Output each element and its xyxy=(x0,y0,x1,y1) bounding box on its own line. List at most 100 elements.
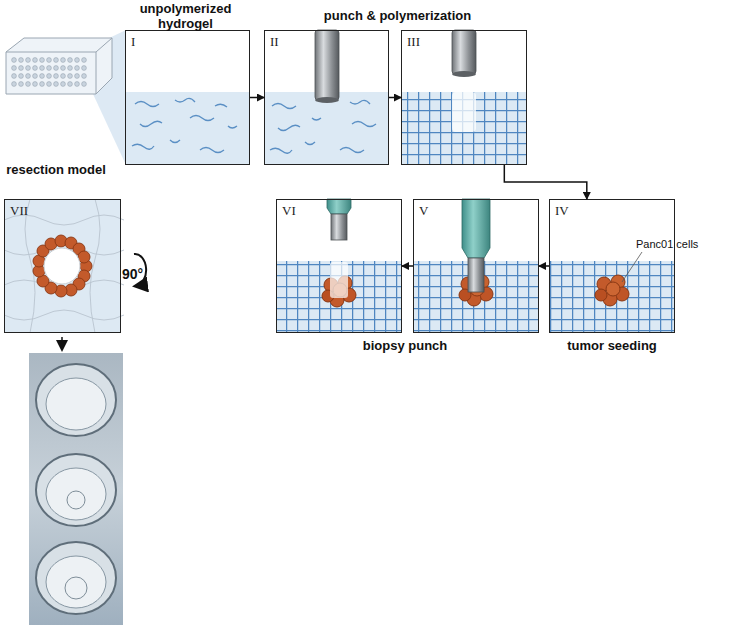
well-plate xyxy=(47,66,52,71)
polymerized-hydrogel xyxy=(452,92,476,132)
panel-box: VII xyxy=(4,199,121,333)
well-photo xyxy=(46,468,106,520)
biopsy-punch-out xyxy=(276,199,402,333)
well-plate xyxy=(40,74,45,79)
well-plate xyxy=(75,74,80,79)
panel-number: V xyxy=(419,203,428,219)
well-plate xyxy=(47,58,52,63)
annotation-label: tumor seeding xyxy=(552,339,672,354)
well-plate xyxy=(26,66,31,71)
well-photo xyxy=(65,577,87,599)
polymerized-hydrogel xyxy=(452,30,476,74)
resection-top-view xyxy=(4,199,124,333)
well-photo xyxy=(29,353,123,625)
punch-liquid xyxy=(272,104,296,109)
well-photo xyxy=(36,364,116,436)
flow-arrow xyxy=(539,265,549,267)
well-plate xyxy=(6,38,112,94)
well-plate xyxy=(54,82,59,87)
resection-top-view xyxy=(4,199,121,333)
polymerized-hydrogel xyxy=(452,71,476,77)
punch-liquid xyxy=(270,148,292,153)
well-plate xyxy=(12,58,87,87)
well-plate xyxy=(82,58,87,63)
annotation-label: 90° xyxy=(122,266,162,282)
well-plate xyxy=(19,58,24,63)
well-plate xyxy=(19,74,24,79)
annotation-label: punch & polymerization xyxy=(290,9,505,24)
flow-arrow xyxy=(504,165,586,199)
well-plate xyxy=(33,66,38,71)
biopsy-punch-in xyxy=(413,199,539,333)
well-plate xyxy=(19,82,24,87)
well-plate xyxy=(33,58,38,63)
well-plate xyxy=(54,66,59,71)
hydrogel-liquid xyxy=(170,140,180,143)
panel-number: I xyxy=(131,34,135,50)
well-plate xyxy=(61,74,66,79)
panel-number: IV xyxy=(555,203,569,219)
well-plate xyxy=(54,74,59,79)
panel-box: II xyxy=(264,30,389,165)
well-photo xyxy=(36,454,116,526)
biopsy-punch-out xyxy=(327,199,351,214)
hydrogel-liquid xyxy=(132,98,237,152)
well-plate xyxy=(12,66,17,71)
seeded-tumor xyxy=(549,261,675,333)
well-plate xyxy=(26,74,31,79)
polymerized-hydrogel xyxy=(401,92,527,165)
down-arrow xyxy=(62,337,63,349)
well-plate xyxy=(54,58,59,63)
seeded-tumor xyxy=(622,252,642,282)
flow-arrow xyxy=(389,97,401,99)
punch-liquid xyxy=(305,142,315,145)
seeded-tumor xyxy=(549,252,675,333)
well-plate xyxy=(82,82,87,87)
polymerized-hydrogel xyxy=(401,30,527,165)
well-plate xyxy=(68,82,73,87)
well-photo xyxy=(67,491,85,509)
well-plate xyxy=(47,82,52,87)
resection-top-view xyxy=(4,310,124,320)
resection-top-view xyxy=(4,199,124,333)
well-plate xyxy=(6,38,112,94)
well-plate xyxy=(40,66,45,71)
well-plate xyxy=(61,82,66,87)
well-plate xyxy=(75,82,80,87)
hydrogel-liquid xyxy=(125,92,250,165)
hydrogel-liquid xyxy=(132,144,154,149)
punch-liquid xyxy=(278,125,300,130)
well-plate xyxy=(19,66,24,71)
panel-number: VI xyxy=(282,203,296,219)
biopsy-punch-in xyxy=(468,258,484,292)
well-plate xyxy=(68,58,73,63)
well-photo xyxy=(65,491,87,599)
panel-box: IV xyxy=(549,199,675,333)
well-plate xyxy=(40,58,45,63)
panel-number: II xyxy=(270,34,279,50)
well-plate xyxy=(82,66,87,71)
biopsy-punch-out xyxy=(276,261,402,333)
well-photo xyxy=(36,542,116,614)
hydrogel-liquid xyxy=(200,148,224,153)
panel-number: VII xyxy=(10,203,28,219)
annotation-label: unpolymerized hydrogel xyxy=(128,2,243,32)
flow-arrow xyxy=(402,265,413,267)
well-plate xyxy=(40,82,45,87)
well-plate xyxy=(12,82,17,87)
well-plate xyxy=(75,66,80,71)
well-plate xyxy=(75,58,80,63)
well-photo xyxy=(46,378,106,430)
well-photo xyxy=(36,364,116,614)
panel-box: V xyxy=(413,199,539,333)
well-plate xyxy=(12,74,17,79)
hydrogel-liquid xyxy=(125,92,250,165)
well-photo xyxy=(29,353,123,625)
well-plate xyxy=(68,66,73,71)
well-plate xyxy=(26,58,31,63)
well-plate xyxy=(47,74,52,79)
well-photo xyxy=(46,556,106,608)
seeded-tumor xyxy=(549,261,675,333)
